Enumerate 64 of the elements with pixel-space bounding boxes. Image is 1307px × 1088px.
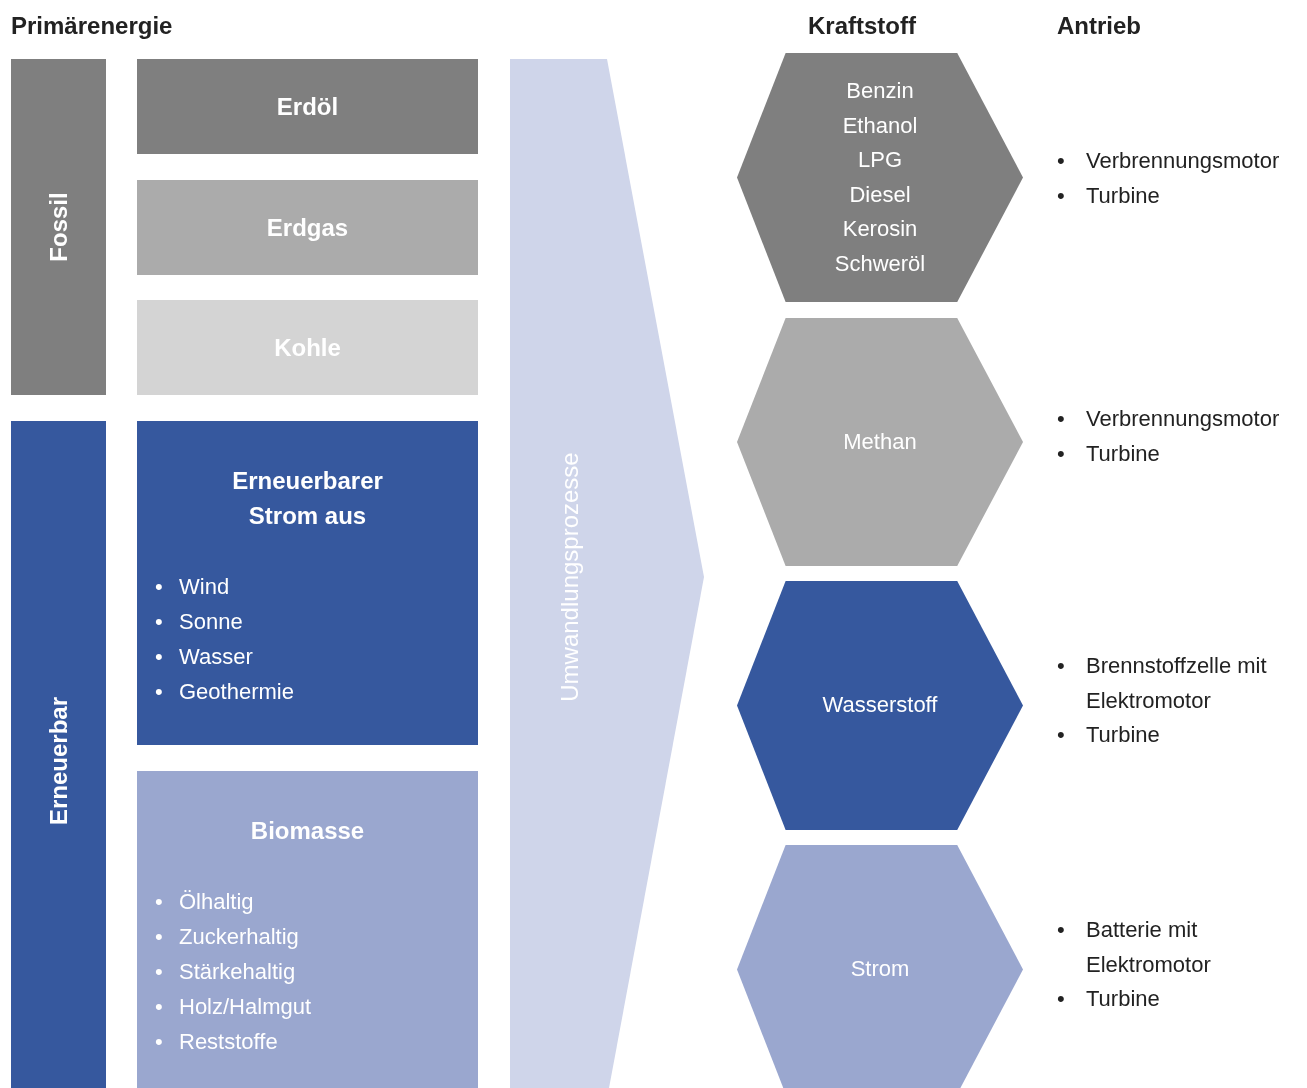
- bullet-mark: •: [1057, 440, 1065, 468]
- fuel-hexagon: [737, 581, 1023, 830]
- fuel-label: Wasserstoff: [822, 691, 938, 720]
- bullet-mark: •: [1057, 916, 1065, 944]
- category-label: Fossil: [44, 192, 73, 262]
- box-heading: Erneuerbarer Strom aus: [231, 466, 384, 531]
- fuel-label: Methan: [843, 427, 917, 456]
- list-item: Wind: [179, 573, 231, 601]
- bullet-mark: •: [155, 958, 164, 986]
- bullet-mark: •: [1057, 985, 1065, 1013]
- bullet-mark: •: [155, 643, 164, 671]
- drive-item: Turbine: [1086, 721, 1160, 749]
- source-label: Erdöl: [276, 92, 339, 121]
- drive-item: Turbine: [1086, 182, 1160, 210]
- category-band: [11, 421, 106, 1088]
- source-box: [137, 59, 478, 154]
- list-item: Holz/Halmgut: [179, 993, 313, 1021]
- drive-item: Turbine: [1086, 440, 1160, 468]
- fuel-label: Strom: [850, 955, 910, 984]
- bullet-mark: •: [1057, 147, 1065, 175]
- column-heading: Antrieb: [1057, 11, 1141, 41]
- list-item: Zuckerhaltig: [179, 923, 300, 951]
- drive-item: Verbrennungsmotor: [1086, 147, 1280, 175]
- bullet-mark: •: [155, 678, 164, 706]
- source-box: [137, 771, 478, 1088]
- drive-item: Turbine: [1086, 985, 1160, 1013]
- bullet-mark: •: [155, 573, 164, 601]
- list-item: Ölhaltig: [179, 888, 255, 916]
- bullet-mark: •: [155, 993, 164, 1021]
- fuel-label: Diesel: [849, 180, 911, 209]
- source-box: [137, 421, 478, 745]
- drive-item: Batterie mit Elektromotor: [1086, 916, 1212, 979]
- fuel-label: Benzin: [846, 77, 914, 105]
- box-heading: Biomasse: [249, 816, 366, 846]
- process-arrow: [510, 59, 704, 1088]
- source-box: [137, 300, 478, 395]
- fuel-label: Kerosin: [842, 215, 918, 243]
- fuel-label: Schweröl: [834, 249, 926, 278]
- fuel-hexagon: [737, 53, 1023, 302]
- bullet-mark: •: [155, 1028, 164, 1056]
- drive-item: Verbrennungsmotor: [1086, 405, 1280, 433]
- bullet-mark: •: [1057, 652, 1065, 680]
- list-item: Stärkehaltig: [179, 958, 297, 986]
- column-heading: Kraftstoff: [808, 11, 916, 41]
- bullet-mark: •: [1057, 721, 1065, 749]
- fuel-hexagon: [737, 845, 1023, 1088]
- list-item: Geothermie: [179, 678, 295, 706]
- column-heading: Primärenergie: [11, 11, 173, 41]
- bullet-mark: •: [1057, 405, 1065, 433]
- fuel-label: LPG: [858, 146, 902, 174]
- list-item: Sonne: [179, 608, 244, 636]
- source-box: [137, 180, 478, 275]
- source-label: Erdgas: [266, 213, 349, 242]
- bullet-mark: •: [155, 888, 164, 916]
- list-item: Wasser: [179, 643, 254, 671]
- drive-item: Brennstoffzelle mit Elektromotor: [1086, 652, 1268, 715]
- bullet-mark: •: [1057, 182, 1065, 210]
- list-item: Reststoffe: [179, 1028, 279, 1056]
- bullet-mark: •: [155, 608, 164, 636]
- category-band: [11, 59, 106, 395]
- bullet-mark: •: [155, 923, 164, 951]
- fuel-hexagon: [737, 318, 1023, 566]
- fuel-label: Ethanol: [842, 111, 918, 140]
- category-label: Erneuerbar: [44, 696, 73, 826]
